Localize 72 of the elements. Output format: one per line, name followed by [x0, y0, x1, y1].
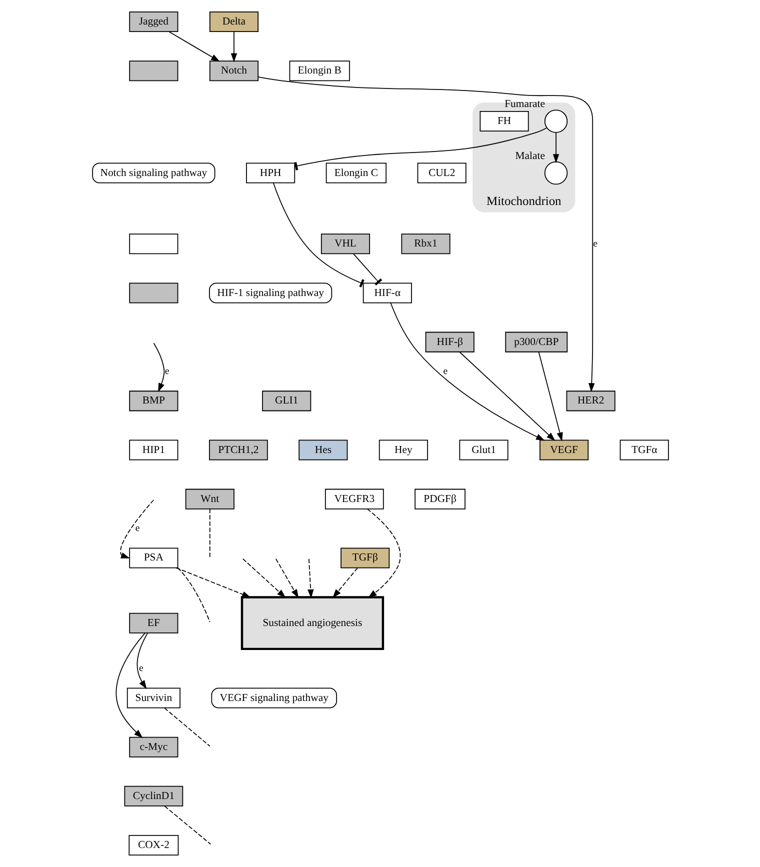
connector — [164, 806, 211, 845]
node-box: VEGF signaling pathway — [210, 688, 336, 708]
arrow — [307, 558, 314, 598]
arrow — [230, 31, 237, 62]
node-box: VEGF — [539, 440, 588, 460]
node-circle — [544, 161, 568, 185]
node-box: PSA — [128, 548, 178, 568]
node-box: HIF-1 signaling pathway — [208, 282, 332, 304]
node-box: Notch signaling pathway — [92, 162, 215, 184]
node-box — [128, 282, 178, 304]
arrow — [366, 508, 400, 598]
node-box: p300/CBP — [504, 332, 568, 352]
node-label: Malate — [514, 150, 544, 162]
node-box: HIP1 — [128, 440, 178, 460]
node-box: Elongin B — [288, 60, 350, 82]
node-box: HER2 — [566, 390, 615, 412]
node-box: HIF-α — [362, 282, 412, 304]
node-box: Sustained angiogenesis — [240, 596, 384, 650]
arrow — [332, 567, 358, 598]
arrow — [552, 132, 559, 164]
node-box: Jagged — [128, 12, 178, 32]
arrow — [538, 352, 562, 442]
arrow — [257, 76, 594, 392]
node-box: VEGFR3 — [324, 488, 384, 510]
node-box: VHL — [320, 234, 370, 254]
arrow — [115, 632, 146, 738]
arrow — [168, 31, 220, 62]
arrow — [120, 500, 154, 558]
node-box: Glut1 — [458, 440, 508, 460]
node-box: COX-2 — [128, 834, 178, 856]
node-box: BMP — [128, 390, 178, 412]
node-box: GLI1 — [262, 390, 311, 412]
edge-label: e — [442, 366, 448, 377]
edge-label: e — [134, 523, 140, 534]
edge-label: e — [164, 366, 169, 377]
node-box: HPH — [246, 162, 295, 184]
node-box: Elongin C — [325, 162, 386, 184]
node-box: Survivin — [126, 688, 180, 708]
connector — [176, 567, 210, 623]
node-box: Notch — [208, 60, 258, 82]
arrow — [136, 632, 148, 690]
node-box: Hes — [298, 440, 348, 460]
connector — [294, 127, 547, 170]
node-box: PTCH1,2 — [208, 440, 268, 460]
arrow — [274, 558, 298, 598]
node-box: FH — [479, 111, 528, 132]
arrow — [242, 558, 286, 598]
arrow — [152, 342, 164, 392]
connector — [352, 254, 382, 286]
node-box: CUL2 — [416, 162, 466, 184]
node-box: Delta — [208, 12, 258, 32]
node-box: HIF-β — [424, 332, 474, 352]
node-box — [128, 234, 178, 254]
edge-label: e — [138, 663, 143, 674]
edge-label: e — [592, 238, 597, 250]
node-box: c-Myc — [128, 736, 178, 758]
connector — [164, 708, 210, 747]
connector — [208, 508, 210, 558]
node-box: Wnt — [184, 488, 234, 510]
node-box: TGFα — [619, 440, 668, 460]
node-box: TGFβ — [340, 548, 390, 568]
node-box: CyclinD1 — [124, 786, 183, 806]
node-box: EF — [128, 612, 178, 634]
connector — [272, 182, 364, 288]
node-box — [128, 60, 178, 82]
arrow — [458, 352, 555, 441]
node-circle — [544, 110, 568, 133]
arrow — [175, 567, 250, 598]
node-box: PDGFβ — [414, 488, 465, 510]
node-box: Rbx1 — [400, 234, 450, 254]
arrow — [390, 302, 544, 441]
node-box: Hey — [378, 440, 428, 460]
